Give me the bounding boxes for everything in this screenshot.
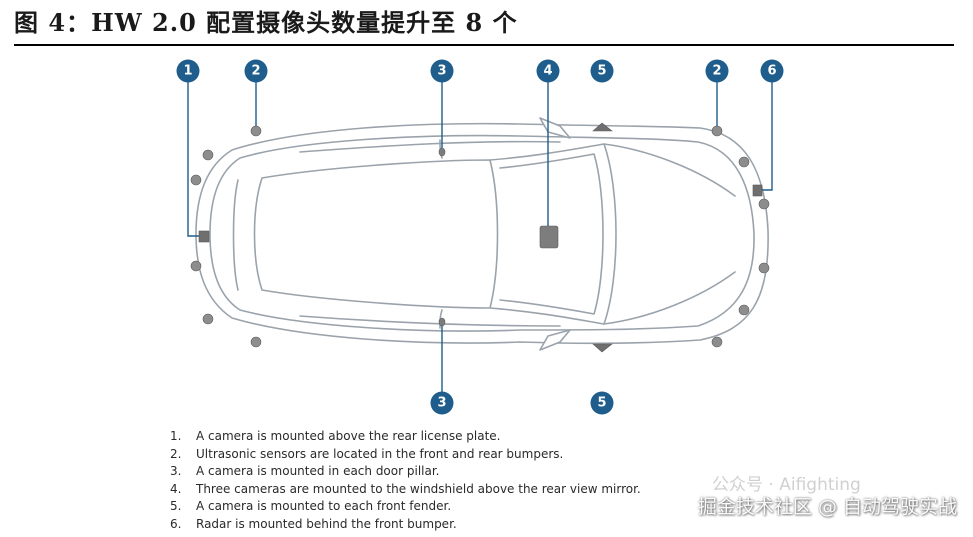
- sensors: [190, 122, 770, 353]
- legend: 1. A camera is mounted above the rear lic…: [170, 428, 641, 534]
- legend-text: A camera is mounted to each front fender…: [196, 499, 452, 514]
- callout-3-bottom: 3: [430, 391, 454, 415]
- figure-title-text: HW 2.0 配置摄像头数量提升至 8 个: [91, 8, 518, 37]
- ultrasonic-sensor: [711, 125, 723, 137]
- callout-1: 1: [176, 59, 200, 83]
- callout-5-bottom-label: 5: [597, 396, 606, 411]
- callout-2-front: 2: [705, 59, 729, 83]
- rear-window: [232, 179, 239, 291]
- callout-badges: 1 2 3 4 5 2 6 3: [176, 59, 784, 415]
- callout-5-top: 5: [590, 59, 614, 83]
- ultrasonic-sensor: [738, 156, 750, 168]
- callout-4: 4: [536, 59, 560, 83]
- roof: [253, 159, 499, 309]
- ultrasonic-sensor: [758, 262, 770, 274]
- mirror-bottom: [539, 329, 571, 351]
- radar: [752, 184, 763, 197]
- leader-lines: [187, 82, 773, 392]
- ultrasonic-sensor: [190, 260, 202, 272]
- callout-2-rear: 2: [244, 59, 268, 83]
- windshield-inner: [499, 153, 604, 315]
- mirror-top: [539, 117, 571, 139]
- legend-item: 4. Three cameras are mounted to the winds…: [170, 481, 641, 499]
- windshield: [489, 143, 617, 325]
- callout-3-bottom-label: 3: [437, 396, 446, 411]
- car-inner-outline: [209, 134, 755, 332]
- ultrasonic-sensor: [202, 313, 214, 325]
- callout-3-top: 3: [430, 59, 454, 83]
- ultrasonic-sensor: [190, 174, 202, 186]
- ultrasonic-sensor: [250, 125, 262, 137]
- ultrasonic-sensor: [738, 304, 750, 316]
- pillar-camera-top: [438, 147, 446, 157]
- fender-camera-top: [592, 122, 613, 132]
- callout-2-rear-label: 2: [251, 64, 260, 79]
- watermark-faint: 公众号 · Aifighting: [712, 475, 861, 495]
- watermark: 掘金技术社区 @ 自动驾驶实战: [697, 496, 957, 518]
- ultrasonic-sensor: [711, 336, 723, 348]
- legend-text: Three cameras are mounted to the windshi…: [196, 481, 641, 496]
- title-rule: [14, 44, 954, 46]
- legend-text: Ultrasonic sensors are located in the fr…: [196, 446, 564, 461]
- callout-2-front-label: 2: [712, 64, 721, 79]
- ultrasonic-sensor: [250, 336, 262, 348]
- hood-line-bottom: [603, 271, 736, 325]
- legend-item: 6. Radar is mounted behind the front bump…: [170, 516, 641, 534]
- legend-text: Radar is mounted behind the front bumper…: [196, 516, 457, 531]
- legend-number: 4.: [170, 481, 182, 496]
- callout-3-top-label: 3: [437, 64, 446, 79]
- callout-5-bottom: 5: [590, 391, 614, 415]
- side-line-top: [299, 140, 561, 153]
- legend-number: 3.: [170, 464, 182, 479]
- car-body: [195, 117, 769, 351]
- legend-number: 5.: [170, 499, 182, 514]
- figure-label: 图 4：: [14, 8, 92, 37]
- pillar-camera-bottom: [438, 317, 446, 327]
- hood-line-top: [603, 143, 736, 197]
- side-line-bottom: [299, 315, 561, 327]
- callout-5-top-label: 5: [597, 64, 606, 79]
- legend-item: 5. A camera is mounted to each front fend…: [170, 498, 641, 516]
- legend-number: 2.: [170, 446, 182, 461]
- car-outline: [195, 122, 769, 345]
- leader-6: [762, 82, 773, 191]
- fender-camera-bottom: [592, 343, 613, 353]
- rear-camera: [198, 230, 210, 243]
- callout-4-label: 4: [543, 64, 552, 79]
- figure-title: 图 4：HW 2.0 配置摄像头数量提升至 8 个: [14, 4, 518, 42]
- legend-number: 1.: [170, 429, 182, 443]
- callout-6-label: 6: [767, 64, 776, 79]
- windshield-cameras: [539, 225, 559, 249]
- legend-item: 2. Ultrasonic sensors are located in the …: [170, 446, 641, 464]
- callout-1-label: 1: [183, 64, 192, 79]
- legend-text: A camera is mounted above the rear licen…: [196, 429, 501, 443]
- ultrasonic-sensor: [758, 198, 770, 210]
- ultrasonic-sensor: [202, 149, 214, 161]
- legend-number: 6.: [170, 516, 182, 531]
- legend-item: 3. A camera is mounted in each door pilla…: [170, 463, 641, 481]
- callout-6: 6: [760, 59, 784, 83]
- legend-item: 1. A camera is mounted above the rear lic…: [170, 428, 641, 446]
- car-sensor-diagram: 1 2 3 4 5 2 6 3: [176, 59, 784, 415]
- leader-1: [187, 82, 200, 237]
- legend-text: A camera is mounted in each door pillar.: [196, 464, 440, 479]
